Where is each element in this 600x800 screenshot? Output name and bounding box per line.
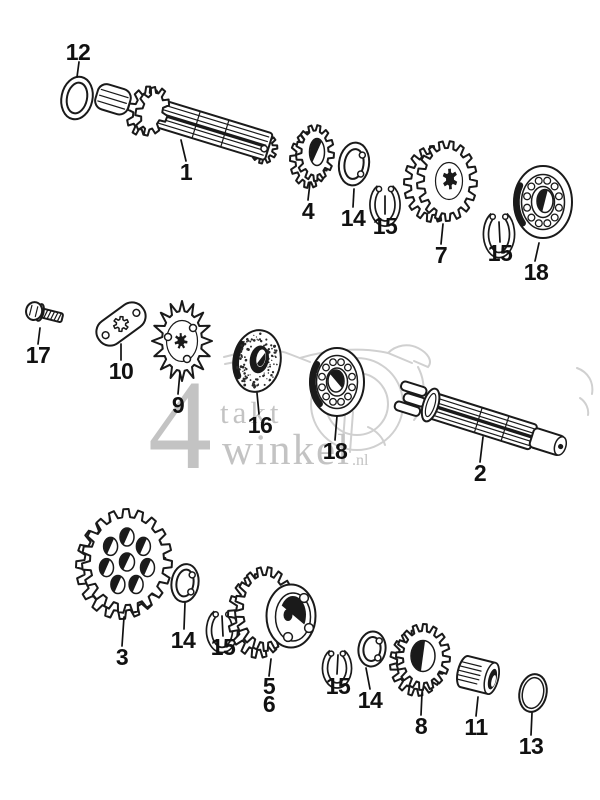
- part-16-bearing-drawing: [232, 329, 282, 393]
- part-label-12: 12: [66, 39, 91, 65]
- leader-line: [183, 602, 186, 630]
- part-label-14a: 14: [341, 205, 366, 231]
- leader-line: [420, 692, 423, 716]
- leader-line: [534, 242, 540, 262]
- part-1-mainshaft-drawing: [94, 83, 279, 165]
- leader-line: [256, 392, 260, 415]
- part-2-countershaft-drawing: [393, 380, 568, 457]
- part-label-17: 17: [26, 342, 51, 368]
- part-label-6: 6: [263, 691, 275, 717]
- part-8-gear-drawing: [389, 623, 451, 697]
- leader-line: [498, 221, 501, 243]
- part-label-4: 4: [302, 198, 315, 224]
- part-label-3: 3: [116, 644, 128, 670]
- leader-line: [121, 616, 125, 647]
- part-label-2: 2: [474, 460, 486, 486]
- part-11-bushing-drawing: [456, 655, 500, 695]
- part-label-14b: 14: [171, 627, 196, 653]
- part-label-8: 8: [415, 713, 428, 739]
- part-14-washer-c-drawing: [357, 630, 387, 668]
- part-label-14c: 14: [358, 687, 383, 713]
- leader-line: [180, 139, 187, 162]
- part-13-ring-drawing: [518, 673, 548, 713]
- callout-labels: 12 1 4 14 15 7 15 18 17 10 9 16 18 2 3 1…: [26, 39, 550, 759]
- part-12-washer-drawing: [60, 75, 94, 121]
- part-label-15c: 15: [211, 634, 236, 660]
- leader-line: [365, 667, 371, 690]
- leader-line: [76, 61, 80, 78]
- leader-line: [177, 371, 181, 395]
- part-5-6-gear-clutch-drawing: [227, 566, 317, 659]
- part-label-15a: 15: [373, 213, 398, 239]
- leader-lines: [37, 61, 540, 736]
- leader-line: [475, 696, 479, 717]
- part-14-washer-a-drawing: [337, 141, 371, 187]
- part-label-9: 9: [172, 392, 184, 418]
- part-label-5: 5: [263, 673, 276, 699]
- part-label-18a: 18: [524, 259, 549, 285]
- leader-line: [334, 415, 338, 441]
- leader-line: [352, 188, 355, 208]
- part-15-circlip-d-drawing: [321, 649, 353, 689]
- part-label-18b: 18: [323, 438, 348, 464]
- watermark-domain-suffix: .nl: [352, 452, 369, 469]
- leader-line: [479, 436, 484, 463]
- watermark-word-top: takt: [220, 395, 283, 430]
- part-10-plate-drawing: [95, 301, 147, 347]
- part-label-11: 11: [464, 714, 488, 740]
- part-label-1: 1: [180, 159, 193, 185]
- part-label-13: 13: [519, 733, 544, 759]
- part-15-circlip-a-drawing: [369, 185, 401, 227]
- part-4-gear-drawing: [289, 124, 335, 189]
- part-3-gear-large-drawing: [75, 508, 173, 620]
- leader-line: [530, 712, 533, 736]
- leader-line: [268, 658, 272, 677]
- part-3-lightening-holes: [98, 527, 156, 595]
- part-14-washer-b-drawing: [170, 563, 200, 603]
- part-label-7: 7: [435, 242, 447, 268]
- part-9-sprocket-drawing: [151, 300, 213, 382]
- leader-line: [336, 654, 339, 675]
- part-18-bearing-a-drawing: [513, 165, 573, 239]
- watermark-word-bottom: winkel: [222, 427, 351, 474]
- part-17-bolt-drawing: [25, 301, 64, 323]
- leader-line: [307, 182, 311, 201]
- leader-line: [440, 223, 444, 245]
- part-18-bearing-b-drawing: [309, 347, 365, 417]
- part-7-gear-drawing: [403, 140, 478, 223]
- part-15-circlip-b-drawing: [482, 212, 516, 259]
- part-label-15b: 15: [488, 240, 513, 266]
- part-label-16: 16: [248, 412, 273, 438]
- part-label-10: 10: [109, 358, 134, 384]
- leader-line: [221, 615, 224, 637]
- leader-line: [37, 327, 41, 345]
- part-label-15d: 15: [326, 673, 351, 699]
